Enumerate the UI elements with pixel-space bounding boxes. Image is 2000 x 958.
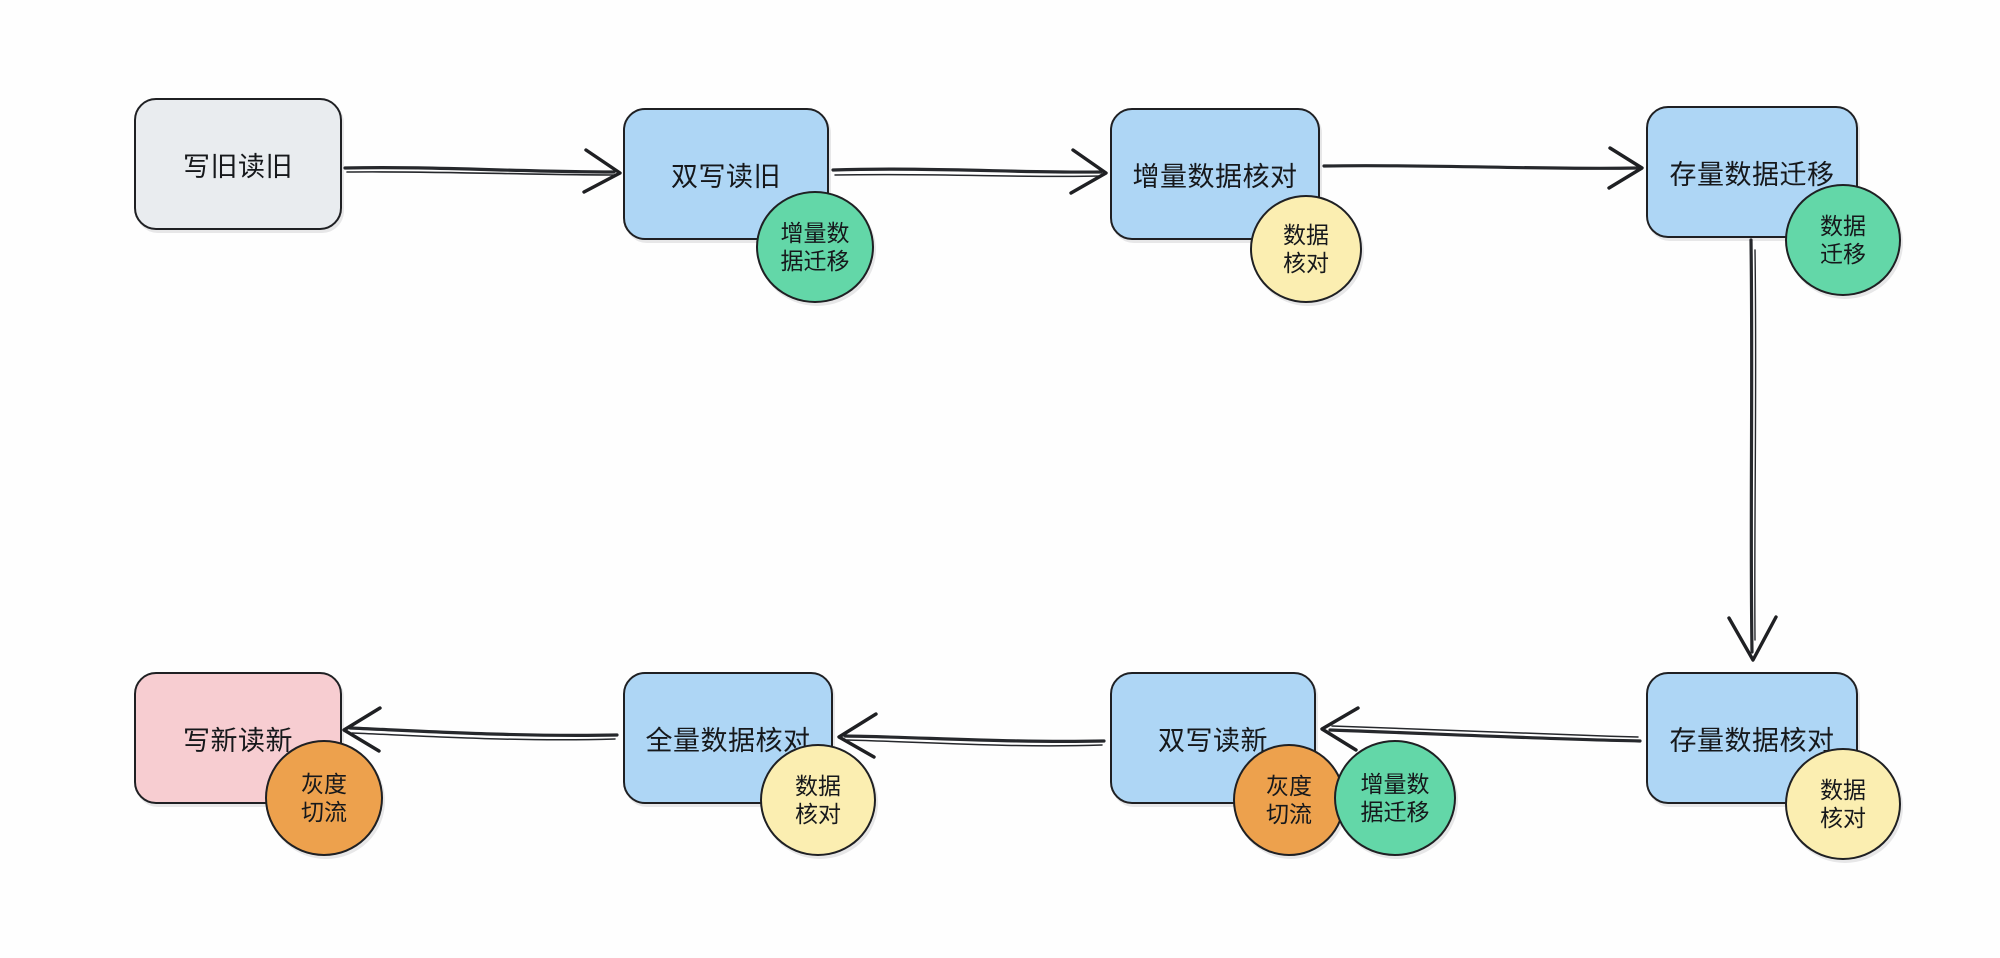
badge-line: 据迁移 <box>1360 799 1430 825</box>
edge-write-old-to-dual-write-old <box>343 148 622 194</box>
badge-data-migration[interactable]: 数据 迁移 <box>1785 184 1901 296</box>
badge-line: 数据 <box>1283 221 1329 248</box>
node-label: 双写读新 <box>1158 725 1268 756</box>
badge-line: 核对 <box>1820 805 1866 831</box>
node-label: 增量数据核对 <box>1132 161 1298 192</box>
badge-line: 切流 <box>301 799 347 825</box>
badge-line: 迁移 <box>1820 241 1866 267</box>
badge-line: 增量数 <box>1360 770 1430 797</box>
badge-line: 切流 <box>1266 801 1312 827</box>
badge-line: 核对 <box>1283 250 1329 276</box>
node-write-old-read-old[interactable]: 写旧读旧 <box>134 98 342 230</box>
node-label: 双写读旧 <box>671 161 781 192</box>
badge-line: 数据 <box>1820 776 1866 803</box>
badge-gray-release-dual-write-new[interactable]: 灰度 切流 <box>1233 744 1345 856</box>
badge-data-check-stock[interactable]: 数据 核对 <box>1785 748 1901 860</box>
node-label: 写新读新 <box>183 725 293 756</box>
edge-dual-write-old-to-incremental-check <box>831 148 1108 195</box>
node-label: 存量数据核对 <box>1669 725 1835 756</box>
badge-data-check[interactable]: 数据 核对 <box>1250 195 1362 303</box>
badge-line: 数据 <box>1820 212 1866 239</box>
badge-line: 核对 <box>795 801 841 827</box>
badge-incremental-data-migration-new[interactable]: 增量数 据迁移 <box>1334 740 1456 856</box>
badge-incremental-data-migration[interactable]: 增量数 据迁移 <box>756 191 874 303</box>
edge-full-check-to-write-new-read-new <box>342 706 619 753</box>
edge-stock-check-to-dual-write-new <box>1320 706 1642 752</box>
edge-stock-migration-to-stock-check <box>1727 238 1778 662</box>
badge-line: 数据 <box>795 772 841 799</box>
node-label: 写旧读旧 <box>183 151 293 182</box>
badge-line: 据迁移 <box>780 248 850 274</box>
badge-line: 增量数 <box>780 219 850 246</box>
edge-incremental-check-to-stock-migration <box>1322 146 1644 190</box>
edge-dual-write-new-to-full-check <box>837 712 1106 759</box>
node-label: 全量数据核对 <box>645 725 811 756</box>
badge-line: 灰度 <box>1266 772 1312 799</box>
node-label: 存量数据迁移 <box>1669 159 1835 190</box>
badge-data-check-full[interactable]: 数据 核对 <box>760 744 876 856</box>
badge-line: 灰度 <box>301 770 347 797</box>
badge-gray-release-write-new[interactable]: 灰度 切流 <box>265 740 383 856</box>
